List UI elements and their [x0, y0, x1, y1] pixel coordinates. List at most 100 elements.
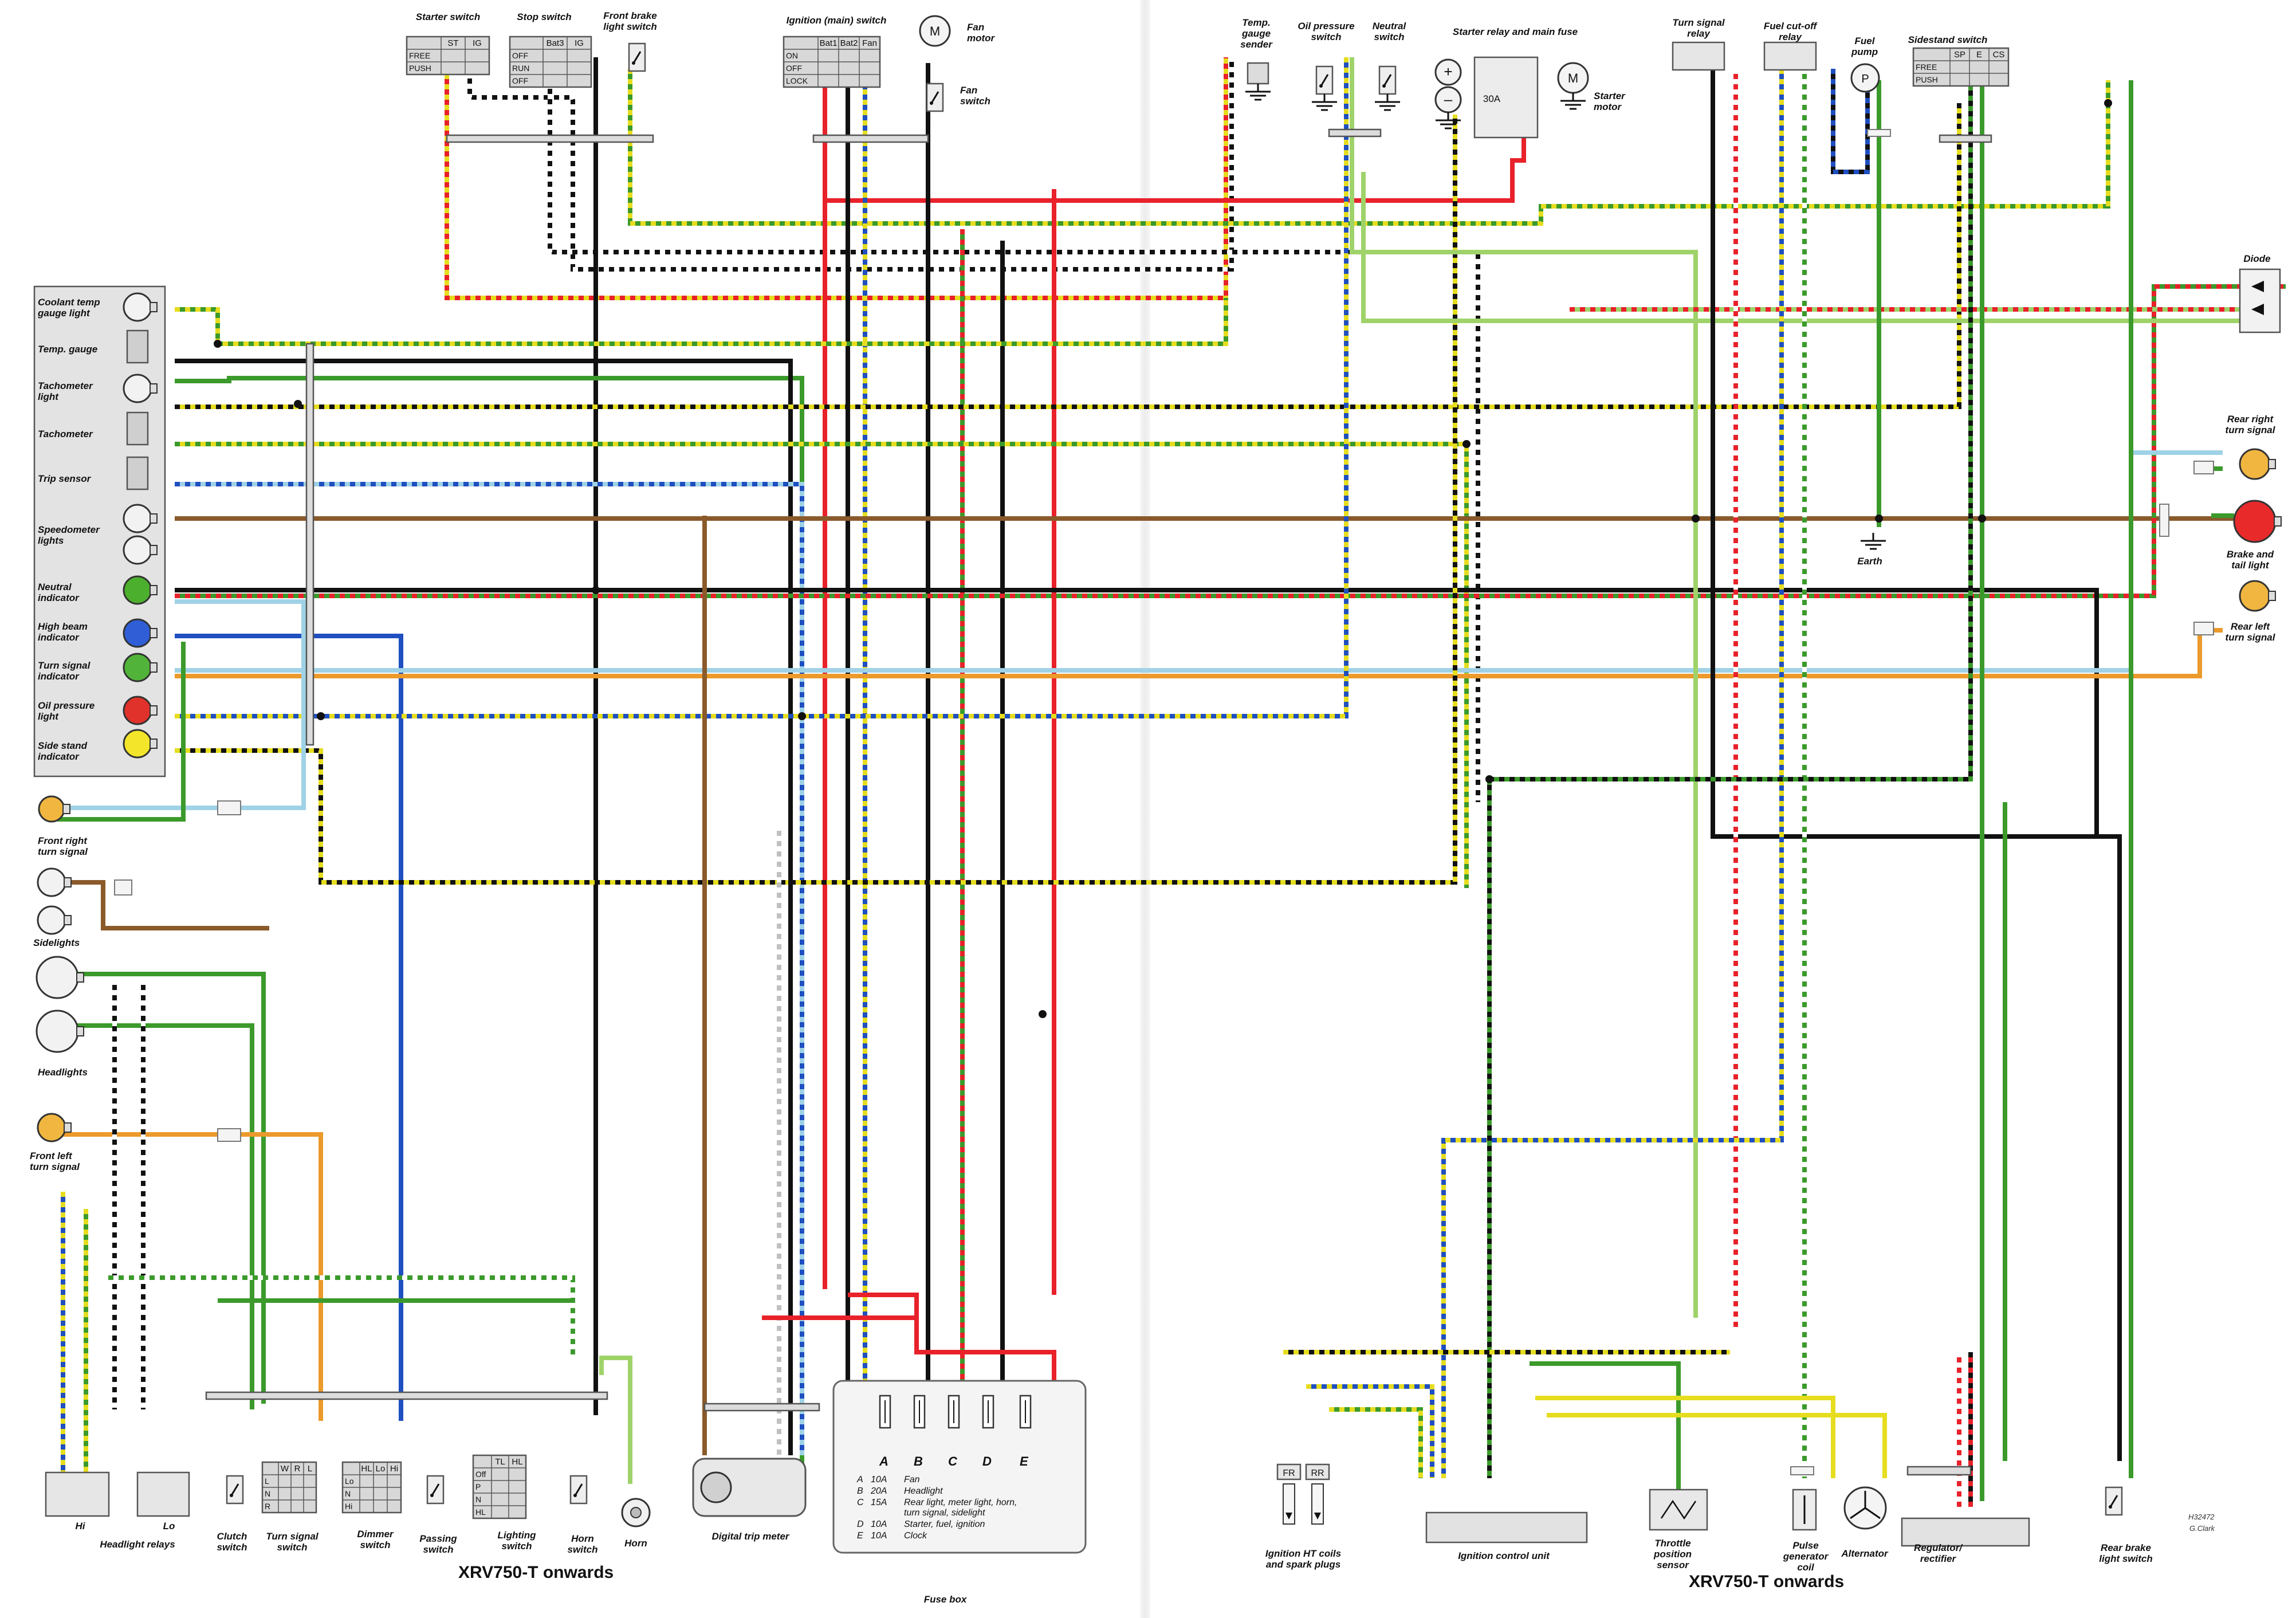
label-ignition-control-unit: Ignition control unit	[1458, 1550, 1550, 1561]
oil-pressure-switch-pivot	[1319, 84, 1323, 88]
wire-blk-rb	[1711, 69, 2122, 1461]
stop-switch-table-head: Bat3	[547, 38, 564, 48]
junction-dot	[294, 400, 302, 408]
brake-tail-bulb-socket	[2274, 516, 2282, 527]
fan-switch	[926, 83, 944, 112]
ht-coil-label-coil_rr: RR	[1311, 1468, 1324, 1478]
oil-pressure-switch-blade	[1320, 74, 1329, 87]
wire-tempgauge	[175, 298, 1228, 346]
wire-tracer	[175, 284, 2286, 598]
panel-lamp-6	[123, 575, 152, 605]
label-fan-switch: Fan switch	[960, 85, 990, 107]
wire-icu-pulse2	[1547, 1413, 1887, 1478]
stop-switch-table-row: RUN	[512, 64, 529, 73]
panel-lamp-9-socket	[150, 705, 158, 716]
dimmer-switch-table-row: Lo	[345, 1476, 354, 1486]
wire-base	[175, 115, 1457, 885]
label-starter-motor: Starter motor	[1594, 91, 1625, 112]
label-starter-relay: Starter relay and main fuse	[1452, 26, 1578, 37]
label-horn-switch: Horn switch	[567, 1533, 598, 1555]
wire-base	[103, 1275, 575, 1358]
junction-dot	[1462, 440, 1471, 448]
label-alternator: Alternator	[1841, 1548, 1888, 1559]
label-diode: Diode	[2243, 253, 2271, 264]
harness-bar-panel	[305, 343, 314, 746]
connector-pulse	[1790, 1466, 1814, 1475]
label-starter-switch: Starter switch	[415, 11, 481, 22]
wire-tracer	[175, 298, 1228, 346]
wire-front-right-lb	[57, 599, 306, 810]
wire-red-ign	[823, 69, 1526, 203]
wire-base	[57, 880, 269, 930]
panel-lamp-8-socket	[150, 662, 158, 673]
headlight-relay-lo	[136, 1471, 190, 1517]
wire-base	[848, 1293, 1056, 1398]
junction-dot	[2104, 99, 2112, 107]
label-temp-sender: Temp. gauge sender	[1240, 17, 1272, 50]
diode-block	[2239, 268, 2281, 333]
dimmer-switch-table-head: HL	[361, 1464, 372, 1474]
headlight-lower	[36, 1010, 79, 1053]
rear-right-turn-bulb	[2239, 448, 2271, 480]
spark-plug-coil_fr	[1283, 1483, 1295, 1525]
stop-switch-table-row: OFF	[512, 51, 528, 60]
label-front-brake-switch: Front brake light switch	[603, 10, 657, 32]
neutral-switch-blade	[1383, 74, 1392, 87]
fuse-rating-letter: B	[857, 1486, 863, 1496]
lighting-switch-table	[472, 1454, 527, 1519]
ht-coil-coil_rr	[1305, 1463, 1330, 1480]
panel-lamp-7-socket	[150, 628, 158, 638]
label-throttle-sensor: Throttle position sensor	[1653, 1538, 1692, 1570]
lighting-switch-table-row: Off	[475, 1470, 486, 1479]
wire-icu-tps	[1530, 1361, 1681, 1490]
wire-base	[548, 63, 1480, 802]
wire-base	[175, 634, 403, 1421]
label-ht-coils: Ignition HT coils and spark plugs	[1265, 1548, 1342, 1570]
fuse-rating-amps: 10A	[871, 1475, 887, 1485]
passing-switch-pivot	[430, 1494, 434, 1497]
wire-base	[1350, 57, 1698, 1318]
fan-switch-pivot	[930, 101, 933, 105]
wire-horn-lg	[599, 1356, 632, 1484]
ht-coil-label-coil_fr: FR	[1283, 1468, 1295, 1478]
junction-dot	[1485, 775, 1493, 783]
wire-base	[1361, 172, 2263, 323]
fuse-rating-letter: C	[857, 1498, 864, 1507]
ht-coil-coil_fr	[1276, 1463, 1302, 1480]
wire-icu-pulse	[1535, 1396, 1835, 1478]
label-turn-signal-switch: Turn signal switch	[266, 1531, 319, 1553]
title-right: XRV750-T onwards	[1689, 1572, 1845, 1591]
wire-base	[599, 1356, 632, 1484]
label-earth: Earth	[1857, 556, 1882, 567]
wire-base	[823, 69, 1526, 203]
panel-lamp-2	[123, 374, 152, 403]
label-neutral-switch: Neutral switch	[1372, 21, 1406, 42]
turn-signal-switch-table-head: R	[294, 1464, 301, 1474]
fuse-letter-2: C	[948, 1454, 957, 1468]
front-brake-switch-pivot	[632, 61, 635, 65]
wire-base	[57, 1023, 254, 1409]
sidelight-lower	[37, 905, 66, 935]
wire-base	[57, 972, 266, 1404]
fuse-letter-1: B	[914, 1454, 923, 1468]
panel-label-4: Trip sensor	[38, 473, 91, 484]
wire-base	[175, 482, 804, 1455]
label-passing-switch: Passing switch	[419, 1533, 457, 1555]
connector-rear-right	[2193, 461, 2214, 474]
panel-gauge-1	[126, 329, 149, 364]
label-lighting-switch: Lighting switch	[497, 1530, 536, 1552]
turn-signal-switch-table-row: R	[265, 1502, 270, 1511]
ignition-switch-table-head: Bat2	[840, 38, 858, 48]
wire-base	[1547, 1413, 1887, 1478]
ignition-switch-table-row: OFF	[786, 64, 802, 73]
wire-tracer	[103, 1275, 575, 1358]
junction-dot	[214, 340, 222, 348]
wire-sidelights-brn	[57, 880, 269, 930]
front-brake-switch-blade	[632, 51, 642, 64]
label-fuel-cutoff-relay: Fuel cut-off relay	[1763, 21, 1817, 42]
turn-signal-switch-table-row: N	[265, 1489, 270, 1498]
ignition-switch-table-row: ON	[786, 51, 798, 60]
sidestand-switch-table-row: FREE	[1916, 62, 1937, 72]
